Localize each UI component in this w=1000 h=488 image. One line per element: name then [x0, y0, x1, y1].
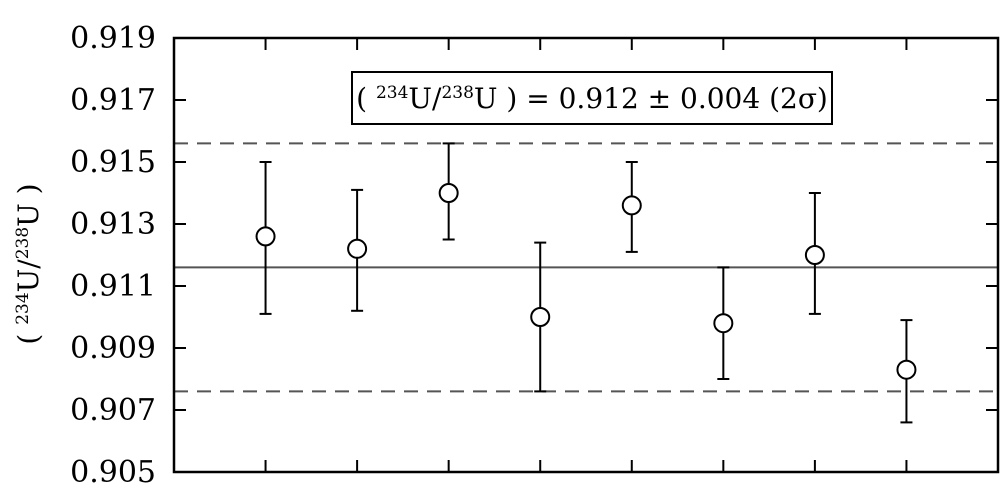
y-tick-label: 0.907: [70, 393, 156, 428]
reference-lines: [174, 142, 998, 393]
axis-ticks: [174, 37, 998, 473]
y-label-el1: U/: [12, 259, 45, 293]
annotation-frame: [351, 71, 833, 125]
data-point: [347, 238, 368, 259]
data-points: [255, 183, 917, 380]
y-tick-label: 0.905: [70, 455, 156, 488]
ann-el1: U/: [408, 82, 442, 115]
ann-iso2: 238: [441, 83, 473, 103]
y-tick-label: 0.917: [70, 83, 156, 118]
y-axis-label: ( 234U/238U ): [12, 183, 45, 344]
plot-frame: [172, 36, 1000, 474]
ann-el2: U: [474, 82, 498, 115]
y-tick-label: 0.911: [70, 269, 156, 304]
y-tick-labels: 0.905 0.907 0.909 0.911 0.913 0.915 0.917 0.919: [70, 21, 156, 488]
data-point: [804, 245, 825, 265]
y-tick-label: 0.919: [70, 21, 156, 56]
data-point: [255, 226, 276, 247]
ann-open: (: [356, 82, 376, 115]
data-point: [438, 183, 459, 203]
data-point: [896, 359, 917, 380]
data-point: [530, 307, 551, 327]
annotation-text: ( 234U/238U ) = 0.912 ± 0.004 (2σ): [356, 82, 828, 115]
data-point: [621, 195, 642, 216]
y-label-close: ): [12, 183, 45, 203]
y-label-el2: U: [12, 203, 45, 227]
data-point: [713, 313, 734, 334]
annotation-box: ( 234U/238U ) = 0.912 ± 0.004 (2σ): [351, 71, 833, 125]
y-tick-label: 0.913: [70, 207, 156, 242]
y-label-iso2: 238: [13, 227, 33, 259]
error-bars: [259, 142, 913, 424]
ann-close: ): [498, 82, 518, 115]
y-tick-label: 0.915: [70, 145, 156, 180]
ann-iso1: 234: [376, 83, 408, 103]
y-label-iso1: 234: [13, 292, 33, 324]
y-tick-label: 0.909: [70, 331, 156, 366]
ann-rest: = 0.912 ± 0.004 (2σ): [517, 82, 828, 115]
y-label-open: (: [12, 325, 45, 345]
